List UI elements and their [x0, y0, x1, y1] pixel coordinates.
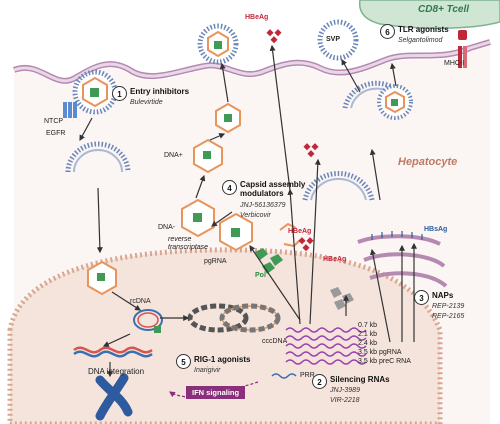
intervention-5-title: RIG-1 agonists [194, 355, 251, 364]
ntcp-receptor [63, 102, 77, 118]
intervention-2-title: Silencing RNAs [330, 375, 390, 384]
svp-particle [317, 19, 359, 61]
hbeag-particles [266, 29, 319, 252]
intervention-2-number: 2 [312, 374, 327, 389]
intervention-2-drug-0: JNJ-3989 [330, 387, 360, 394]
rcdna-nucleus [133, 309, 163, 333]
hbeag-top-label: HBeAg [245, 14, 269, 21]
prr-label: PRR [300, 372, 315, 379]
dna-integration-label: DNA integration [88, 367, 145, 376]
intervention-4-drug-1: Verbicovir [240, 212, 271, 219]
intervention-3-drug-0: REP-2139 [432, 303, 465, 310]
rcdna-label: rcDNA [130, 298, 151, 305]
reverse-transcriptase-label: reverse transcriptase [168, 236, 209, 251]
intervention-5-drug-0: Inarigivir [194, 367, 221, 374]
mhc-receptor [458, 30, 467, 68]
chromosome [95, 373, 133, 421]
transcript-0: 0.7 kb [358, 322, 378, 329]
mhc-label: MHC-I [444, 60, 465, 67]
pol-label: Pol [255, 272, 266, 279]
cccdna-minichromosomes [187, 303, 281, 333]
integrated-dna [73, 346, 153, 354]
intervention-3-title: NAPs [432, 291, 454, 300]
egfr-label: EGFR [46, 130, 66, 137]
dna-minus-label: DNA- [158, 224, 176, 231]
pgrna-label: pgRNA [204, 258, 227, 265]
intervention-6-number: 6 [380, 24, 395, 39]
pol-particles [255, 248, 283, 274]
released-virion [377, 84, 413, 120]
intervention-2-drug-1: VIR-2218 [330, 397, 360, 404]
transcript-2: 2.4 kb [358, 340, 378, 347]
hbeag-mid-label: HBeAg [323, 256, 347, 263]
intervention-6-title: TLR agonists [398, 25, 449, 34]
intervention-6-drug-0: Selgantolimod [398, 37, 443, 44]
ifn-signaling-box: IFN signaling [186, 386, 246, 399]
svp-label: SVP [326, 36, 341, 43]
hepatocyte-label: Hepatocyte [398, 156, 458, 168]
intervention-5-number: 5 [176, 354, 191, 369]
pathway-arrows [79, 44, 417, 378]
hbeag-capsid-label: HBeAg [288, 228, 312, 235]
intervention-1-number: 1 [112, 86, 127, 101]
intervention-4-number: 4 [222, 180, 237, 195]
hbsag-label: HBsAg [424, 226, 448, 233]
intervention-3-number: 3 [414, 290, 429, 305]
dna-plus-label: DNA+ [164, 152, 183, 159]
intervention-1-title: Entry inhibitors [130, 87, 190, 96]
transcript-3: 3.5 kb pgRNA [358, 349, 402, 356]
intervention-4-drug-0: JNJ-56136379 [240, 202, 286, 209]
transcript-1: 2.1 kb [358, 331, 378, 338]
transcript-4: 3.5 kb preC RNA [358, 358, 411, 365]
intervention-1-drug-0: Bulevirtide [130, 99, 163, 106]
intervention-4-title: Capsid assembly modulators [240, 180, 306, 198]
prr-rna [271, 373, 297, 379]
intervention-3-drug-1: REP-2165 [432, 313, 465, 320]
cd8-tcell-label: CD8+ Tcell [418, 4, 470, 15]
entering-virion [72, 69, 118, 115]
budding-virion-1 [197, 23, 239, 65]
ntcp-label: NTCP [44, 118, 64, 125]
cd8-tcell [358, 0, 500, 29]
cccdna-label: cccDNA [262, 338, 288, 345]
rna-transcripts [285, 327, 367, 365]
